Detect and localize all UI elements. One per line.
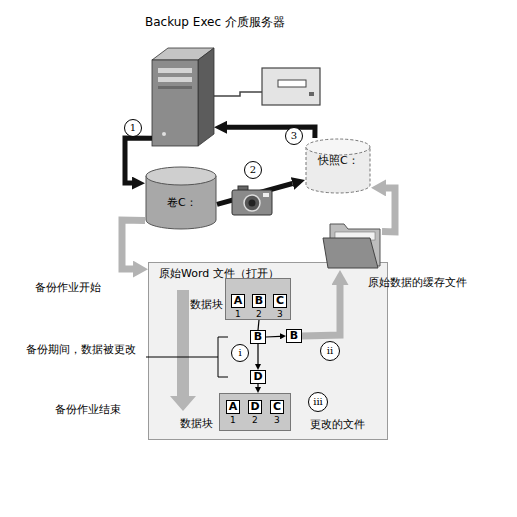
node-text: D xyxy=(248,400,262,414)
data-cell: C3 xyxy=(270,400,284,426)
node-text: C xyxy=(273,294,287,308)
data-cell: A1 xyxy=(231,294,245,320)
flow-arrow xyxy=(125,138,152,183)
node-text: B xyxy=(287,330,301,342)
snapshot-node: 快照C： xyxy=(305,138,371,194)
folder-icon xyxy=(322,222,382,270)
cached-block: B xyxy=(286,329,302,343)
cache-folder: 原始数据的缓存文件 xyxy=(322,222,382,270)
node-text: B xyxy=(252,294,266,308)
node-text: 3 xyxy=(274,416,280,425)
camera-icon xyxy=(232,186,272,215)
flow-arrow xyxy=(266,336,280,338)
flow-arrow xyxy=(302,285,340,336)
flow-arrow xyxy=(257,384,258,387)
callout-number: 1 xyxy=(124,119,142,137)
node-text: B xyxy=(251,331,265,343)
node-text: 2 xyxy=(256,310,262,319)
time-arrow xyxy=(170,290,196,411)
node-text: 1 xyxy=(235,310,241,319)
node-text: A xyxy=(226,400,240,414)
node-text: 1 xyxy=(230,416,236,425)
data-block-group: 数据块A1D2C3 xyxy=(219,393,291,431)
flow-arrow xyxy=(227,127,315,138)
callout-number: 2 xyxy=(244,161,262,179)
snapshot-cylinder xyxy=(305,138,371,194)
tape-led xyxy=(309,92,314,96)
node-text: D xyxy=(251,371,265,383)
node-text: 数据块 xyxy=(190,299,223,310)
tape-slot xyxy=(278,80,306,87)
flow-arrow xyxy=(382,188,395,232)
stage-label: 备份作业结束 xyxy=(55,404,121,415)
node-text: 卷C： xyxy=(167,197,197,208)
tape-drive xyxy=(262,68,320,105)
server-node: Backup Exec 介质服务器 xyxy=(152,48,214,146)
volume-node: 卷C： xyxy=(145,166,217,230)
callout-number: i xyxy=(231,344,249,362)
callout-number: 3 xyxy=(285,127,303,145)
flow-arrow xyxy=(258,320,259,330)
data-cell: B2 xyxy=(252,294,266,320)
flow-arrow xyxy=(122,220,145,269)
file-label: 更改的文件 xyxy=(310,419,365,430)
stage-label: 备份作业开始 xyxy=(35,282,101,293)
callout-number: ii xyxy=(320,341,340,361)
data-cell: A1 xyxy=(226,400,240,426)
bracket-line xyxy=(146,337,228,377)
callout-number: iii xyxy=(308,392,328,412)
node-text: C xyxy=(270,400,284,414)
flow-arrow xyxy=(257,344,258,364)
node-text: 2 xyxy=(252,416,258,425)
node-text: 3 xyxy=(277,310,283,319)
new-block: D xyxy=(250,370,266,384)
node-text: 数据块 xyxy=(180,418,213,429)
node-text: Backup Exec 介质服务器 xyxy=(145,16,285,28)
stage-label: 备份期间，数据被更改 xyxy=(26,344,136,355)
cable-line xyxy=(214,92,262,96)
changed-block: B xyxy=(250,330,266,344)
server-tower xyxy=(152,48,214,146)
data-cell: C3 xyxy=(273,294,287,320)
node-text: 原始数据的缓存文件 xyxy=(368,277,467,288)
node-text: A xyxy=(231,294,245,308)
data-cell: D2 xyxy=(248,400,262,426)
node-text: 快照C： xyxy=(318,155,359,166)
data-block-group: 数据块A1B2C3 xyxy=(225,278,291,320)
